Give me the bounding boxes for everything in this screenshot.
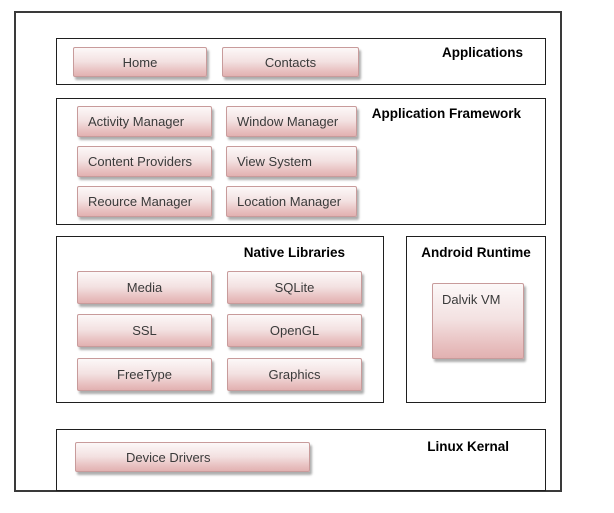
block-location-manager: Location Manager xyxy=(226,186,357,217)
block-content-providers: Content Providers xyxy=(77,146,212,177)
section-applications: Applications Home Contacts xyxy=(56,38,546,85)
section-application-framework: Application Framework Activity Manager W… xyxy=(56,98,546,225)
section-native-libraries: Native Libraries Media SQLite SSL OpenGL… xyxy=(56,236,384,403)
block-sqlite: SQLite xyxy=(227,271,362,304)
block-freetype: FreeType xyxy=(77,358,212,391)
block-device-drivers: Device Drivers xyxy=(75,442,310,472)
block-activity-manager: Activity Manager xyxy=(77,106,212,137)
block-dalvik-vm: Dalvik VM xyxy=(432,283,524,359)
section-android-runtime: Android Runtime Dalvik VM xyxy=(406,236,546,403)
section-linux-kernel: Linux Kernal Device Drivers xyxy=(56,429,546,491)
block-home: Home xyxy=(73,47,207,77)
section-title-native-libraries: Native Libraries xyxy=(243,245,345,260)
block-view-system: View System xyxy=(226,146,357,177)
section-title-applications: Applications xyxy=(441,45,523,60)
block-graphics: Graphics xyxy=(227,358,362,391)
diagram-outer-frame: Applications Home Contacts Application F… xyxy=(14,11,562,492)
block-ssl: SSL xyxy=(77,314,212,347)
block-contacts: Contacts xyxy=(222,47,359,77)
section-title-linux-kernel: Linux Kernal xyxy=(427,439,509,454)
block-window-manager: Window Manager xyxy=(226,106,357,137)
block-resource-manager: Reource Manager xyxy=(77,186,212,217)
block-opengl: OpenGL xyxy=(227,314,362,347)
block-media: Media xyxy=(77,271,212,304)
section-title-android-runtime: Android Runtime xyxy=(421,245,531,260)
section-title-application-framework: Application Framework xyxy=(371,106,521,121)
